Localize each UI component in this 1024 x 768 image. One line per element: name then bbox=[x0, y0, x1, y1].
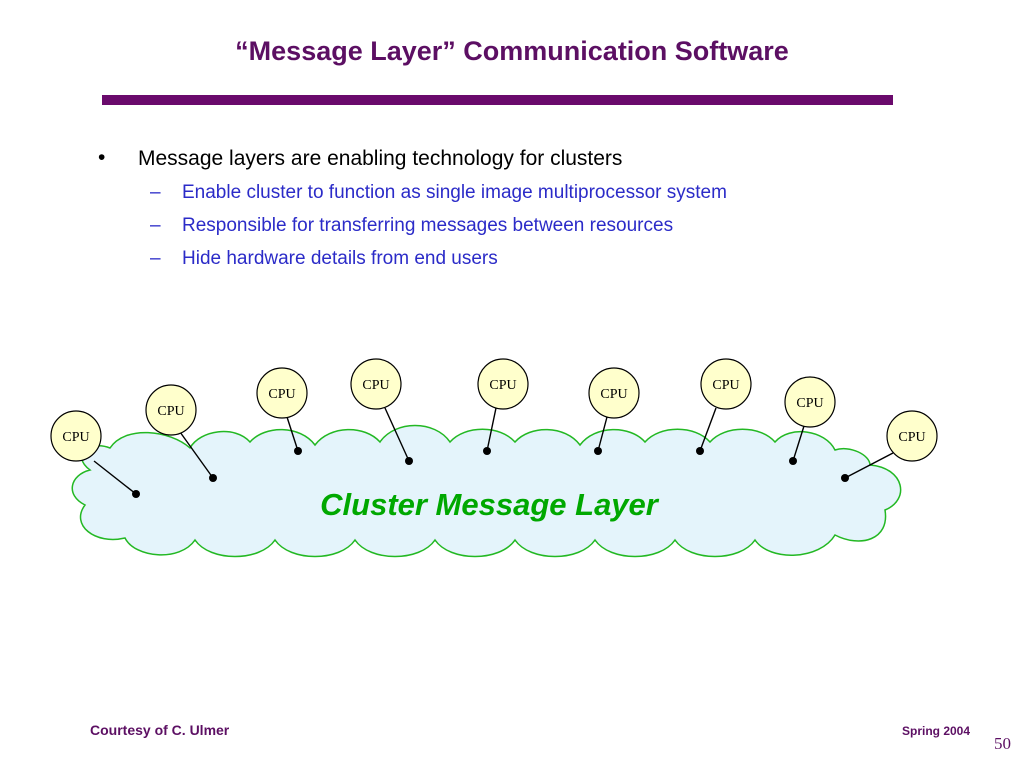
bullet-marker: • bbox=[98, 146, 106, 169]
cpu-node: CPU bbox=[784, 376, 836, 465]
cpu-label: CPU bbox=[796, 396, 823, 411]
cpu-circle bbox=[350, 358, 402, 410]
message-layer-cloud bbox=[71, 424, 902, 558]
sub-bullet-marker: – bbox=[150, 248, 161, 269]
cpu-node: CPU bbox=[696, 358, 752, 455]
cpu-label: CPU bbox=[600, 387, 627, 402]
cpu-node: CPU bbox=[145, 384, 217, 482]
connection-dot bbox=[294, 447, 302, 455]
connection-dot bbox=[209, 474, 217, 482]
sub-bullet-text: Enable cluster to function as single ima… bbox=[182, 182, 727, 203]
connection-dot bbox=[483, 447, 491, 455]
footer-date: Spring 2004 bbox=[902, 724, 971, 738]
cpu-label: CPU bbox=[157, 404, 184, 419]
page-number: 50 bbox=[994, 734, 1011, 753]
sub-bullet-text: Hide hardware details from end users bbox=[182, 248, 498, 269]
connection-dot bbox=[841, 474, 849, 482]
cpu-circle bbox=[145, 384, 197, 436]
cpu-node: CPU bbox=[50, 410, 140, 498]
cpu-circle bbox=[700, 358, 752, 410]
cpu-circle bbox=[588, 367, 640, 419]
cpu-node: CPU bbox=[477, 358, 529, 455]
connection-dot bbox=[132, 490, 140, 498]
sub-bullet-text: Responsible for transferring messages be… bbox=[182, 215, 674, 236]
cpu-label: CPU bbox=[712, 378, 739, 393]
cpu-circle bbox=[256, 367, 308, 419]
cpu-node: CPU bbox=[350, 358, 413, 465]
connection-dot bbox=[789, 457, 797, 465]
cpu-circle bbox=[784, 376, 836, 428]
cpu-label: CPU bbox=[268, 387, 295, 402]
cpu-label: CPU bbox=[898, 430, 925, 445]
cpu-label: CPU bbox=[362, 378, 389, 393]
slide-title: “Message Layer” Communication Software bbox=[235, 36, 789, 66]
connection-dot bbox=[696, 447, 704, 455]
cpu-label: CPU bbox=[62, 430, 89, 445]
connection-dot bbox=[405, 457, 413, 465]
cpu-circle bbox=[886, 410, 938, 462]
cpu-label: CPU bbox=[489, 378, 516, 393]
bullet-text: Message layers are enabling technology f… bbox=[138, 147, 623, 170]
cpu-node: CPU bbox=[256, 367, 308, 455]
cpu-node: CPU bbox=[588, 367, 640, 455]
cpu-circle bbox=[50, 410, 102, 462]
cloud-label: Cluster Message Layer bbox=[320, 487, 660, 522]
cpu-circle bbox=[477, 358, 529, 410]
sub-bullet-marker: – bbox=[150, 182, 161, 203]
connection-dot bbox=[594, 447, 602, 455]
cpu-node: CPU bbox=[841, 410, 938, 482]
footer-credit: Courtesy of C. Ulmer bbox=[90, 722, 230, 738]
title-rule bbox=[102, 95, 893, 105]
sub-bullet-marker: – bbox=[150, 215, 161, 236]
